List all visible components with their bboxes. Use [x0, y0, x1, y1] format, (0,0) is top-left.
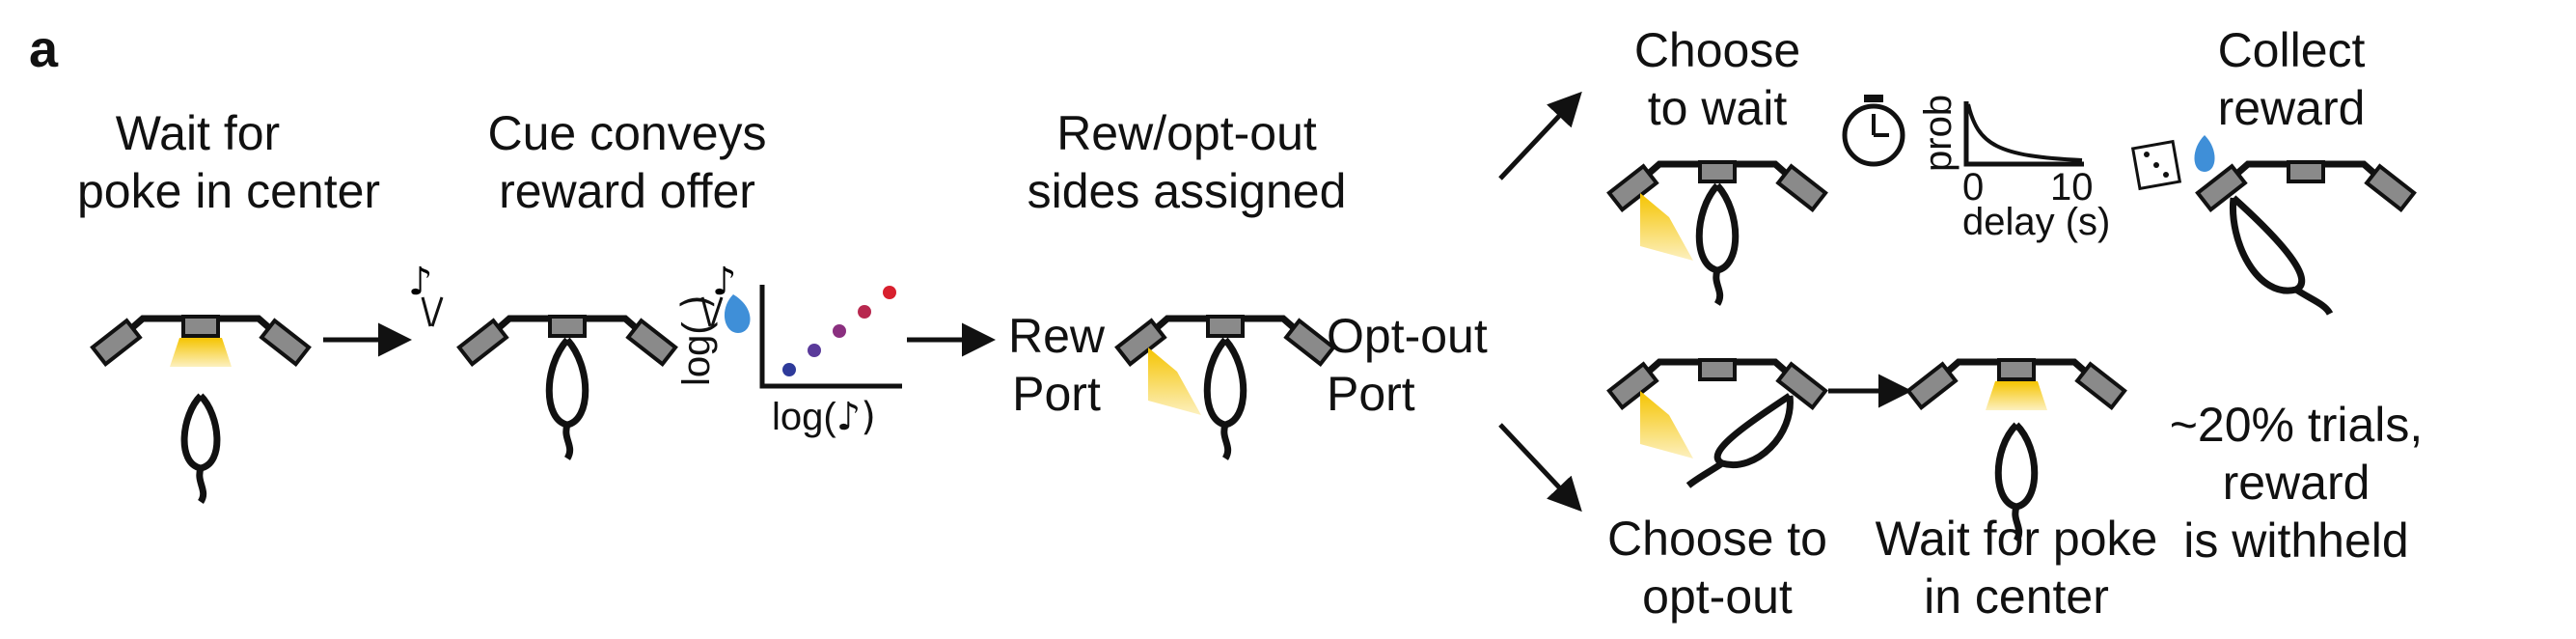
reward-drop-icon	[2194, 135, 2215, 172]
chamber-choose-optout	[1606, 358, 1828, 488]
arrow-down	[1498, 423, 1582, 513]
offer-point	[782, 363, 796, 376]
offer-xlabel: log(♪)	[772, 395, 876, 439]
chamber-2: ♪ ♪	[408, 260, 737, 460]
stopwatch-icon	[1842, 95, 1905, 167]
delay-xlabel: delay (s)	[1962, 201, 2111, 243]
offer-inset	[724, 285, 902, 389]
chamber-collect	[2195, 160, 2417, 316]
delay-tick-10: 10	[2050, 166, 2094, 208]
chamber-3	[1114, 315, 1336, 460]
offer-point	[808, 344, 821, 357]
panel-label: a	[29, 20, 59, 78]
chamber-1	[90, 315, 312, 504]
arrow-up	[1498, 91, 1582, 181]
delay-tick-0: 0	[1962, 166, 1985, 208]
offer-point	[858, 305, 871, 319]
dice-icon	[2130, 139, 2182, 191]
chamber-wait2	[1905, 358, 2127, 542]
delay-inset	[1963, 101, 2084, 167]
offer-point	[833, 324, 846, 338]
water-drop-icon	[724, 294, 751, 333]
svg-text:♪: ♪	[408, 260, 433, 304]
chamber-choose-wait	[1606, 160, 1828, 306]
offer-point	[883, 286, 896, 299]
